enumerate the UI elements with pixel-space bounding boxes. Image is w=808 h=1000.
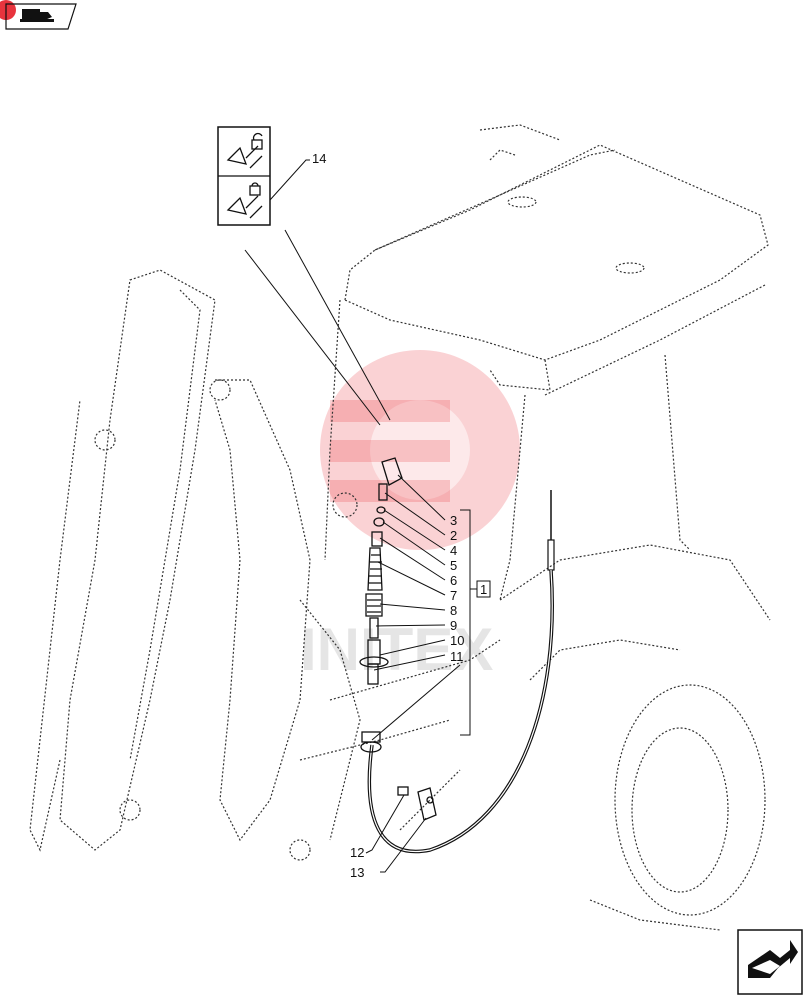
part-11-fitting <box>367 663 379 685</box>
cab-outline <box>324 124 769 601</box>
callout-6: 6 <box>450 573 457 588</box>
callout-1: 1 <box>480 582 487 597</box>
callout-13: 13 <box>350 865 364 880</box>
callout-9: 9 <box>450 618 457 633</box>
callout-10: 10 <box>450 633 464 648</box>
part-8-boot <box>365 593 383 617</box>
red-badge-icon <box>0 0 16 20</box>
callout-12: 12 <box>350 845 364 860</box>
decal-14 <box>217 126 271 226</box>
header-frame <box>5 3 77 30</box>
part-9-rod <box>369 617 379 639</box>
watermark-text: INITEX <box>300 616 493 683</box>
part-7-spring <box>367 547 383 591</box>
callout-3: 3 <box>450 513 457 528</box>
watermark-logo <box>320 350 520 550</box>
part-5-ring <box>373 517 385 527</box>
callout-2: 2 <box>450 528 457 543</box>
callout-5: 5 <box>450 558 457 573</box>
part-12-bolt <box>397 786 409 796</box>
decal-pointer-2 <box>284 229 391 421</box>
control-cable <box>367 490 555 854</box>
hydraulic-lock-icon <box>20 9 54 22</box>
callout-4: 4 <box>450 543 457 558</box>
top-left-header <box>0 0 77 30</box>
part-3-knob <box>381 457 403 486</box>
part-10-flange <box>359 656 389 668</box>
part-2-pin <box>378 483 388 501</box>
callout-leaders <box>365 474 491 873</box>
part-4-washer <box>376 506 386 514</box>
part-13-bracket <box>417 787 437 821</box>
decal-pointer-1 <box>244 249 381 426</box>
callout-7: 7 <box>450 588 457 603</box>
callout-8: 8 <box>450 603 457 618</box>
chassis-wheel <box>299 544 771 931</box>
callout-14: 14 <box>312 151 326 166</box>
leader-14 <box>269 159 310 201</box>
next-page-arrow-icon[interactable] <box>737 929 803 995</box>
callout-11: 11 <box>450 649 464 664</box>
backhoe-boom <box>29 269 361 861</box>
